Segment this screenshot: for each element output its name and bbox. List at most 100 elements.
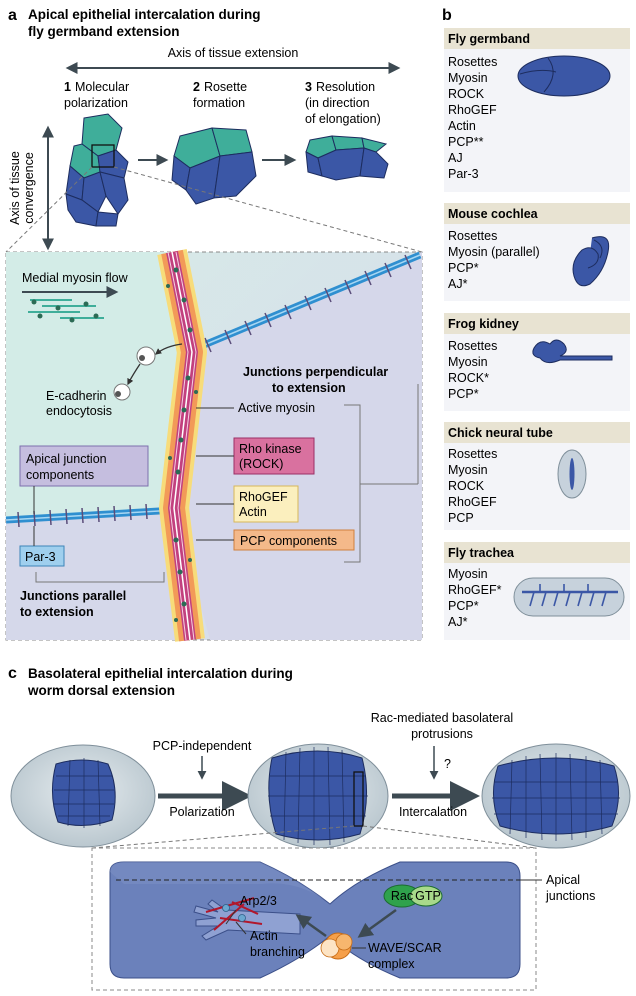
- trachea-illustration: [513, 577, 625, 617]
- step2-label-line2: formation: [193, 96, 245, 110]
- rac-protrusions-label-line1: Rac-mediated basolateral: [371, 711, 513, 725]
- worm-embryo-3: [481, 743, 631, 849]
- junction-lower-left: [5, 502, 177, 528]
- box-mouse-cochlea-item: Rosettes: [448, 229, 497, 243]
- box-frog-kidney: Frog kidney Rosettes Myosin ROCK* PCP*: [444, 313, 630, 411]
- box-chick-neural-tube: Chick neural tube Rosettes Myosin ROCK R…: [444, 422, 630, 530]
- step3-label-line2: (in direction: [305, 96, 370, 110]
- step2-number: 2: [193, 80, 200, 94]
- rho-kinase-label-line1: Rho kinase: [239, 442, 302, 456]
- apical-junction-label-line1: Apical junction: [26, 452, 107, 466]
- embryo-zoom-box: [353, 771, 364, 827]
- box-mouse-cochlea: Mouse cochlea Rosettes Myosin (parallel)…: [444, 203, 630, 301]
- wave-scar-complex: [320, 932, 353, 960]
- box-frog-kidney-item: PCP*: [448, 387, 479, 401]
- box-chick-item: RhoGEF: [448, 495, 497, 509]
- worm-embryo-1: [10, 744, 156, 848]
- box-fly-trachea: Fly trachea Myosin RhoGEF* PCP* AJ*: [444, 542, 630, 640]
- rac-gtp: Rac GTP: [383, 884, 443, 908]
- panel-b: b Fly germband Rosettes Myosin ROCK RhoG…: [442, 7, 630, 640]
- step1-label: Molecular: [75, 80, 129, 94]
- box-frog-kidney-title: Frog kidney: [448, 317, 519, 331]
- question-mark: ?: [444, 757, 451, 771]
- panel-c: c Basolateral epithelial intercalation d…: [8, 665, 631, 991]
- basolateral-detail-panel: Apical junctions Arp2/3 Actin branching: [91, 847, 595, 991]
- neural-tube-illustration: [557, 449, 587, 499]
- par3-label: Par-3: [25, 550, 56, 564]
- axis-convergence-label-line2: convergence: [22, 152, 36, 224]
- intercalation-label: Intercalation: [399, 805, 467, 819]
- box-fly-trachea-item: PCP*: [448, 599, 479, 613]
- gtp-label: GTP: [415, 889, 441, 903]
- kidney-illustration: [532, 339, 613, 364]
- junction-perpendicular: [157, 249, 207, 642]
- box-frog-kidney-item: Rosettes: [448, 339, 497, 353]
- ecadherin-label-line2: endocytosis: [46, 404, 112, 418]
- apical-junctions-label-line1: Apical: [546, 873, 580, 887]
- arp23-markers: [222, 904, 246, 922]
- wave-to-actin-arrow: [295, 914, 327, 938]
- step1-number: 1: [64, 80, 71, 94]
- panel-a-letter: a: [8, 7, 17, 24]
- pcp-components-label: PCP components: [240, 534, 337, 548]
- zoom-line-left: [5, 166, 93, 253]
- polarization-label: Polarization: [169, 805, 234, 819]
- junctions-perpendicular-label-line1: Junctions perpendicular: [243, 365, 388, 379]
- box-fly-germband-item: ROCK: [448, 87, 485, 101]
- rac-label: Rac: [391, 889, 413, 903]
- rho-kinase-box: [233, 437, 315, 475]
- box-frog-kidney-item: ROCK*: [448, 371, 489, 385]
- box-fly-germband-item: AJ: [448, 151, 463, 165]
- cell-cluster-step2: [171, 127, 257, 205]
- box-fly-germband-item: Myosin: [448, 71, 488, 85]
- box-mouse-cochlea-item: Myosin (parallel): [448, 245, 540, 259]
- rho-kinase-label-line2: (ROCK): [239, 457, 283, 471]
- panel-c-title-line1: Basolateral epithelial intercalation dur…: [28, 666, 293, 681]
- pcp-independent-label: PCP-independent: [153, 739, 252, 753]
- ecadherin-label-line1: E-cadherin: [46, 389, 106, 403]
- endocytosis-vesicles: [113, 343, 183, 401]
- box-mouse-cochlea-title: Mouse cochlea: [448, 207, 539, 221]
- box-fly-germband-title: Fly germband: [448, 32, 530, 46]
- junction-upper-right: [190, 251, 422, 354]
- actin-branching-label-line1: Actin: [250, 929, 278, 943]
- wave-scar-label-line2: complex: [368, 957, 415, 971]
- zoom-box: [91, 144, 115, 168]
- basolateral-protrusion: [193, 899, 301, 941]
- box-mouse-cochlea-item: AJ*: [448, 277, 468, 291]
- zoom-line-right: [113, 166, 423, 253]
- wave-scar-label-line1: WAVE/SCAR: [368, 941, 442, 955]
- box-fly-germband-item: RhoGEF: [448, 103, 497, 117]
- box-fly-trachea-item: AJ*: [448, 615, 468, 629]
- cell-cluster-step1: [65, 113, 129, 227]
- apical-junction-box: [19, 445, 149, 487]
- rhogef-actin-box: [233, 485, 299, 523]
- axis-convergence-label-line1: Axis of tissue: [8, 151, 22, 225]
- rac-protrusions-label-line2: protrusions: [411, 727, 473, 741]
- rhogef-label: RhoGEF: [239, 490, 288, 504]
- cell-cluster-step3: [305, 135, 389, 181]
- step3-label: Resolution: [316, 80, 375, 94]
- arp23-label: Arp2/3: [240, 894, 277, 908]
- step3-label-line3: of elongation): [305, 112, 381, 126]
- rac-to-wave-arrow: [357, 908, 397, 938]
- box-chick-item: Rosettes: [448, 447, 497, 461]
- worm-embryo-2: [247, 743, 389, 849]
- junctions-perpendicular-label-line2: to extension: [272, 381, 346, 395]
- step3-number: 3: [305, 80, 312, 94]
- zoom-line-c-left: [91, 825, 355, 849]
- box-fly-trachea-title: Fly trachea: [448, 546, 515, 560]
- junctions-parallel-label-line2: to extension: [20, 605, 94, 619]
- box-fly-germband-item: Actin: [448, 119, 476, 133]
- panel-a: a Apical epithelial intercalation during…: [5, 7, 423, 642]
- panel-a-title-line1: Apical epithelial intercalation during: [28, 7, 261, 22]
- apical-junctions-label-line2: junctions: [545, 889, 595, 903]
- actin-label: Actin: [239, 505, 267, 519]
- box-fly-trachea-item: Myosin: [448, 567, 488, 581]
- par3-box: [19, 545, 65, 567]
- junction-detail-panel: Medial myosin flow E-cadherin endocytosi…: [5, 249, 423, 642]
- box-fly-germband-item: Par-3: [448, 167, 479, 181]
